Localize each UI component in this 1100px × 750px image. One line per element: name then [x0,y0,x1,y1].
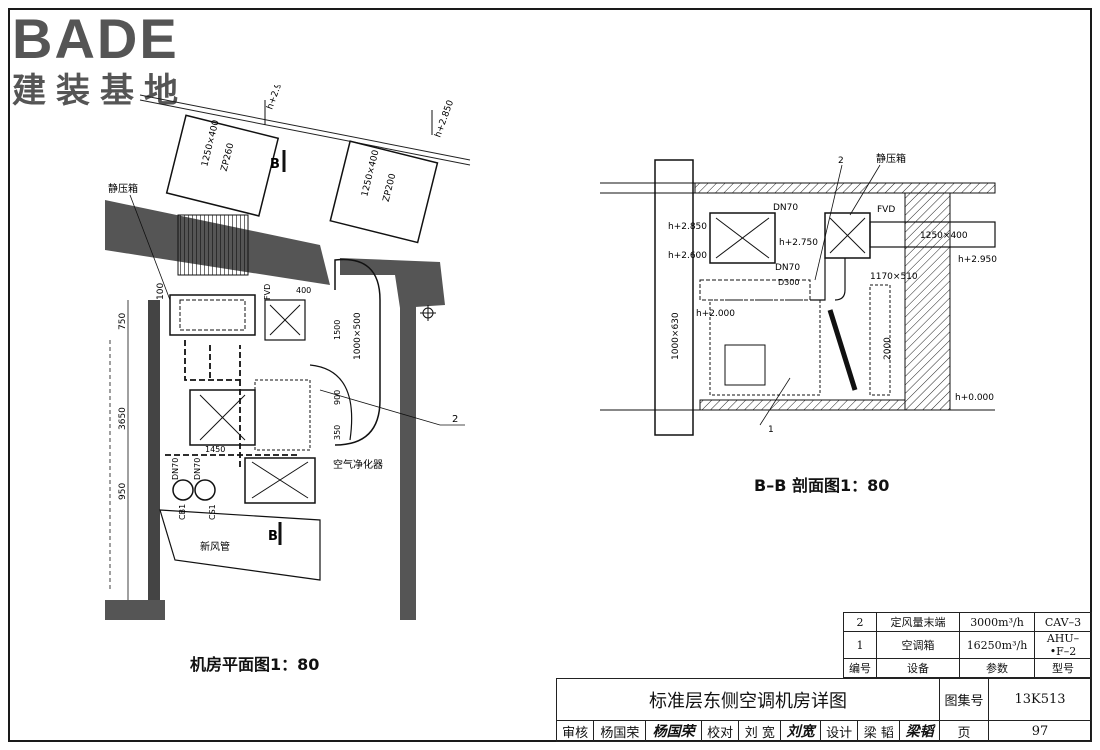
reviewer-signature: 杨国荣 [645,720,702,742]
equipment-header-param: 参数 [959,658,1035,678]
plan-wall-bottom [105,600,165,620]
page-label: 页 [939,720,989,742]
bade-logo: BADE 建装基地 [12,7,188,106]
logo-subtitle: 建装基地 [12,71,188,106]
equipment-param: 3000m³/h [959,612,1035,632]
equipment-model: AHU–•F–2 [1034,631,1092,659]
section-dim-2000: 2000 [883,337,893,360]
section-d300: D300 [778,278,799,287]
plan-elev-2850: h+2.850 [433,99,456,139]
review-label: 审核 [555,720,595,742]
equipment-row: 1 空调箱 16250m³/h AHU–•F–2 [843,631,1092,659]
equipment-header-name: 设备 [876,658,960,678]
section-view-drawing: 1000×630 1250×400 FVD 2 静压箱 DN70 DN70 D3… [600,152,997,436]
section-callout-2: 2 [838,156,844,166]
plan-dim-900: 900 [333,390,342,405]
plan-riser-shaft [177,214,249,276]
plan-dim-350: 350 [333,425,342,440]
duct-left: 1250×400 ZP260 [165,114,280,217]
page-number: 97 [988,720,1092,742]
section-dim-1000x630: 1000×630 [671,312,681,360]
section-dn70-mid: DN70 [775,263,800,273]
section-elev-2000: h+2.000 [696,309,735,319]
plan-cs1: CS1 [208,504,217,520]
section-elev-2850: h+2.850 [668,222,707,232]
section-elev-0: h+0.000 [955,393,994,403]
outer-wall-line-2 [139,99,471,166]
equipment-param: 16250m³/h [959,631,1035,659]
checker-name: 刘 宽 [738,720,782,742]
plan-dn70-b: DN70 [193,458,202,480]
section-duct-1250: 1250×400 [920,231,968,241]
plan-static-box-label: 静压箱 [108,182,138,195]
plan-air-purifier [244,457,316,504]
section-elev-2950: h+2.950 [958,255,997,265]
equipment-model: CAV–3 [1034,612,1092,632]
plan-wall-right [400,275,416,620]
equipment-name: 定风量末端 [876,612,960,632]
section-elev-2600: h+2.600 [668,251,707,261]
duct-right-grille: ZP200 [382,172,399,203]
equipment-no: 2 [843,612,877,632]
plan-callout-2: 2 [452,414,458,425]
plan-dim-1500: 1500 [333,320,342,340]
design-label: 设计 [819,720,859,742]
section-dn70-top: DN70 [773,203,798,213]
plan-dim-100: 100 [156,283,166,300]
plan-cb1: CB1 [178,504,187,520]
outer-wall-line [139,94,471,161]
duct-left-size: 1250×400 [200,119,221,168]
plan-dim-400: 400 [296,286,311,295]
plan-air-purifier-label: 空气净化器 [333,458,383,471]
section-fvd: FVD [877,205,895,215]
plan-dim-750: 750 [118,313,128,330]
section-elev-2750: h+2.750 [779,238,818,248]
equipment-header-no: 编号 [843,658,877,678]
equipment-name: 空调箱 [876,631,960,659]
section-callout-1: 1 [768,425,774,435]
section-mark-bottom: B [268,529,278,544]
drawing-frame [8,8,1092,742]
plan-dn70-a: DN70 [171,458,180,480]
plan-dim-950: 950 [118,483,128,500]
section-duct-1170: 1170×510 [870,272,918,282]
duct-right: 1250×400 ZP200 [329,140,439,244]
plan-static-box [169,294,256,336]
plan-view-caption: 机房平面图1：80 [190,655,320,674]
plan-slab-wall-right [340,258,445,308]
designer-name: 梁 韬 [857,720,901,742]
section-static-box-label: 静压箱 [876,152,906,165]
checker-signature: 刘宽 [780,720,821,742]
section-ahu-top [709,212,776,264]
reviewer-name: 杨国荣 [593,720,647,742]
section-view-caption: B–B 剖面图1：80 [754,476,890,495]
equipment-header-row: 编号 设备 参数 型号 [843,658,1092,678]
equipment-header-model: 型号 [1034,658,1092,678]
check-label: 校对 [700,720,740,742]
equipment-row: 2 定风量末端 3000m³/h CAV–3 [843,612,1092,632]
drawing-title: 标准层东侧空调机房详图 [556,678,940,721]
plan-fresh-air-label: 新风管 [200,540,230,553]
plan-elev-2950: h+2.950 [265,85,288,111]
plan-view-drawing: 1250×400 ZP260 1250×400 ZP200 h+2.950 h+… [105,85,471,620]
plan-dim-1450: 1450 [205,445,225,454]
atlas-label: 图集号 [939,678,989,721]
plan-fvd: FVD [263,284,272,300]
plan-dim-3650: 3650 [118,407,128,430]
equipment-no: 1 [843,631,877,659]
atlas-number: 13K513 [988,678,1092,721]
section-mark-top: B [270,157,280,172]
duct-left-grille: ZP260 [220,142,237,173]
plan-wall-left [148,300,160,620]
plan-dim-1000x500: 1000×500 [353,312,363,360]
title-block: 标准层东侧空调机房详图 图集号 13K513 审核 杨国荣 杨国荣 校对 刘 宽… [555,678,1092,742]
logo-brand: BADE [12,7,179,70]
duct-right-size: 1250×400 [360,149,381,198]
equipment-table: 2 定风量末端 3000m³/h CAV–3 1 空调箱 16250m³/h A… [843,612,1092,678]
plan-elbow-duct [334,258,381,446]
designer-signature: 梁韬 [899,720,940,742]
